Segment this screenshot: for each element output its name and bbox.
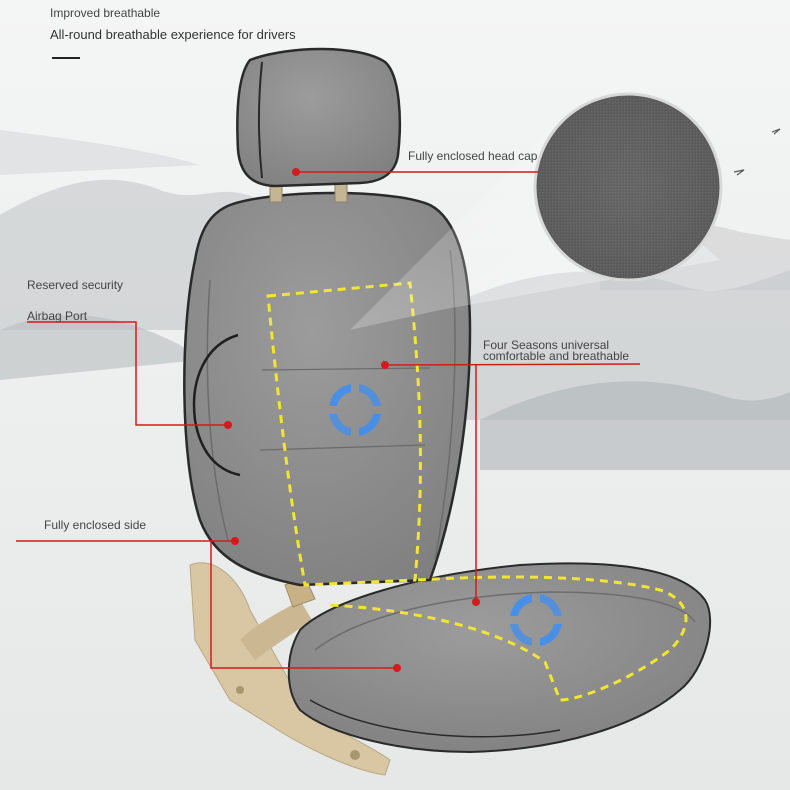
airflow-arrows-icon: [329, 384, 562, 646]
callout-enclosed-side: Fully enclosed side: [44, 518, 147, 532]
callout-reserved-security: Reserved security: [27, 278, 124, 292]
heading-line-1: Improved breathable: [50, 6, 161, 20]
callout-airbag-port: Airbag Port: [27, 309, 88, 323]
birds-decoration: [733, 128, 781, 176]
fabric-zoom-circle: [533, 92, 723, 282]
leader-lines: [16, 171, 641, 669]
leader-dots: [224, 168, 480, 672]
callout-four-seasons-line-2: comfortable and breathable: [483, 349, 630, 363]
callout-four-seasons-line-1: Four Seasons universal: [483, 338, 610, 352]
zoom-beam: [350, 120, 720, 330]
breathable-zone-outline: [266, 281, 688, 702]
seat-back: [183, 179, 472, 587]
callout-head-cap: Fully enclosed head cap: [408, 149, 538, 163]
headrest: [236, 47, 402, 188]
seat-bracket: [189, 562, 391, 776]
seat-cushion: [287, 562, 712, 754]
heading-underline: [52, 57, 80, 59]
heading-line-2: All-round breathable experience for driv…: [50, 27, 296, 42]
callout-four-seasons: Four Seasons universal comfortable and b…: [483, 338, 630, 363]
